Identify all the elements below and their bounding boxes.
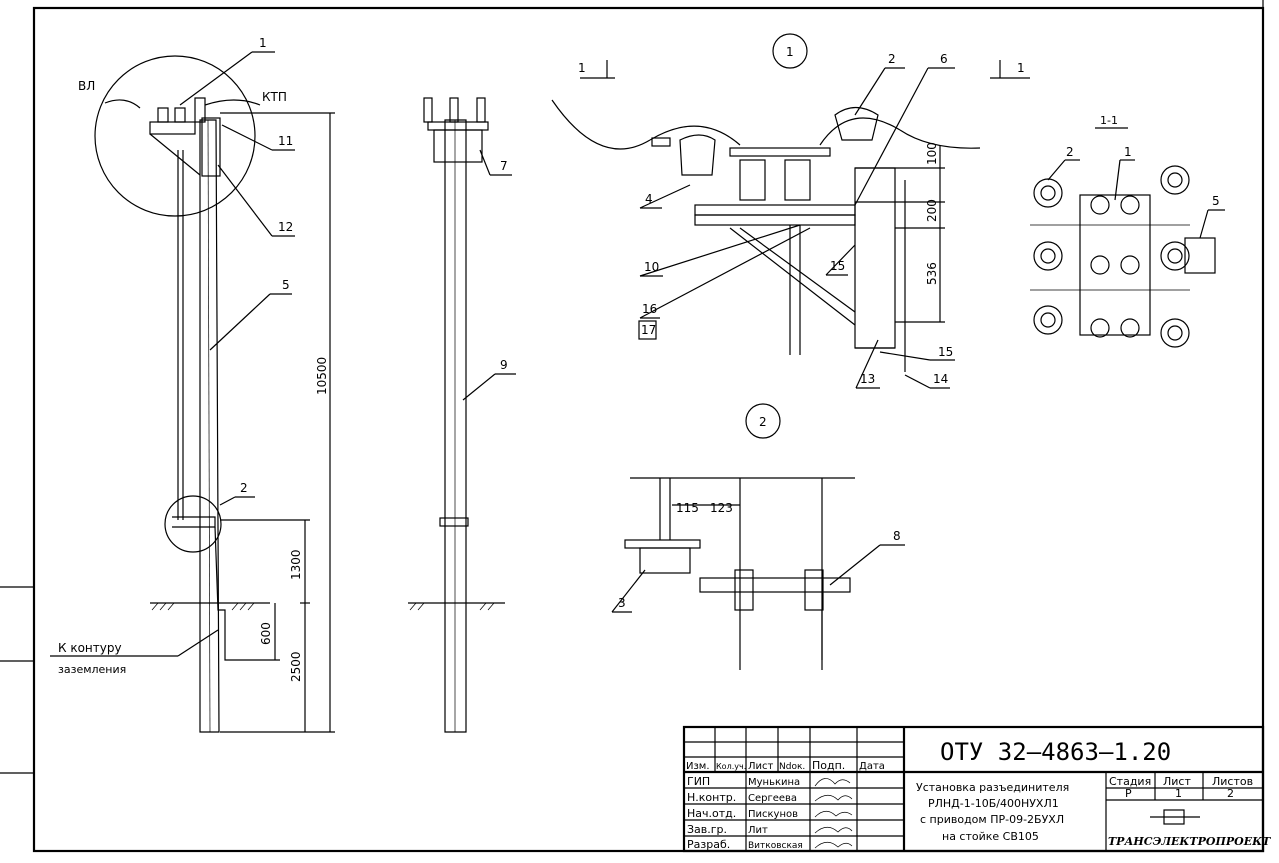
tb-name: Пискунов xyxy=(748,809,798,820)
tb-stage-head: Стадия xyxy=(1109,775,1151,788)
tb-role: ГИП xyxy=(687,775,710,788)
dim-1300: 1300 xyxy=(289,549,303,580)
view-marker-2 xyxy=(745,403,781,439)
title-block xyxy=(682,725,1265,853)
tb-stage-val: 2 xyxy=(1227,787,1234,800)
dim-600: 600 xyxy=(259,622,273,645)
callout: 7 xyxy=(500,159,508,173)
tb-head: Ndок. xyxy=(779,762,805,772)
tb-name: Витковская xyxy=(748,841,803,851)
callout: 1 xyxy=(259,36,267,50)
callout: 9 xyxy=(500,358,508,372)
tb-head: Подп. xyxy=(812,759,845,772)
tb-stage-head: Листов xyxy=(1212,775,1253,788)
dim-100: 100 xyxy=(925,142,939,165)
tb-stage-head: Лист xyxy=(1163,775,1191,788)
detail-circle-1 xyxy=(94,55,256,217)
callout: 2 xyxy=(240,481,248,495)
dim-2500: 2500 xyxy=(289,651,303,682)
tb-name: Сергеева xyxy=(748,793,797,804)
callout: 16 xyxy=(642,302,657,316)
label-ground-1: К контуру xyxy=(58,641,122,655)
tb-org: ТРАНСЭЛЕКТРОПРОЕКТ xyxy=(1108,835,1271,848)
view-marker-2-label: 2 xyxy=(759,415,767,429)
callout: 2 xyxy=(888,52,896,66)
callout: 11 xyxy=(278,134,293,148)
callouts: 1 11 12 5 2 7 9 2 6 4 10 15 16 17 13 14 … xyxy=(179,36,1225,613)
callout: 3 xyxy=(618,596,626,610)
callout: 5 xyxy=(282,278,290,292)
pole-side-view xyxy=(50,55,335,733)
tb-head: Кол.уч. xyxy=(716,762,746,771)
tb-role: Н.контр. xyxy=(687,791,736,804)
tb-role: Разраб. xyxy=(687,838,730,851)
dim-115: 115 xyxy=(676,501,699,515)
tb-name: Мунькина xyxy=(748,777,800,788)
pole-front-view xyxy=(408,97,505,733)
callout: 15 xyxy=(830,259,845,273)
section-title: 1-1 xyxy=(1100,114,1118,127)
view-marker-1 xyxy=(772,33,808,69)
doc-code: ОТУ 32–4863–1.20 xyxy=(940,738,1171,766)
label-vl: ВЛ xyxy=(78,79,95,93)
detail-2-view xyxy=(624,477,855,670)
tb-desc: с приводом ПР-09-2БУХЛ xyxy=(920,813,1064,826)
tb-desc: Установка разъединителя xyxy=(916,781,1069,794)
view-marker-1-label: 1 xyxy=(786,45,794,59)
callout: 8 xyxy=(893,529,901,543)
tb-desc: РЛНД-1-10Б/400НУХЛ1 xyxy=(928,797,1059,810)
tb-head: Лист xyxy=(748,761,774,772)
callout: 2 xyxy=(1066,145,1074,159)
callout: 10 xyxy=(644,260,659,274)
detail-1-view xyxy=(551,99,981,372)
callout: 13 xyxy=(860,372,875,386)
tb-name: Лит xyxy=(748,825,768,836)
cut-mark-right: 1 xyxy=(1017,61,1025,75)
callout: 6 xyxy=(940,52,948,66)
dim-536: 536 xyxy=(925,262,939,285)
detail-circle-2 xyxy=(164,495,222,553)
callout: 1 xyxy=(1124,145,1132,159)
dim-total-height: 10500 xyxy=(315,357,329,395)
tb-role: Нач.отд. xyxy=(687,807,736,820)
tb-role: Зав.гр. xyxy=(687,823,727,836)
callout: 17 xyxy=(641,323,656,337)
callout: 12 xyxy=(278,220,293,234)
cut-mark-left: 1 xyxy=(578,61,586,75)
callout: 4 xyxy=(645,192,653,206)
tb-stage-val: Р xyxy=(1125,787,1132,800)
callout: 5 xyxy=(1212,194,1220,208)
callout: 14 xyxy=(933,372,948,386)
tb-head: Дата xyxy=(859,761,885,772)
label-ground-2: заземления xyxy=(58,663,126,676)
dim-123: 123 xyxy=(710,501,733,515)
callout: 15 xyxy=(938,345,953,359)
signatures xyxy=(814,778,853,849)
tb-stage-val: 1 xyxy=(1175,787,1182,800)
sheet-frame xyxy=(32,6,1265,853)
section-1-1-view: 1-1 xyxy=(1030,114,1216,348)
tb-desc: на стойке СВ105 xyxy=(942,830,1039,843)
dim-200: 200 xyxy=(925,199,939,222)
tb-head: Изм. xyxy=(686,761,710,772)
label-ktp: КТП xyxy=(262,90,287,104)
